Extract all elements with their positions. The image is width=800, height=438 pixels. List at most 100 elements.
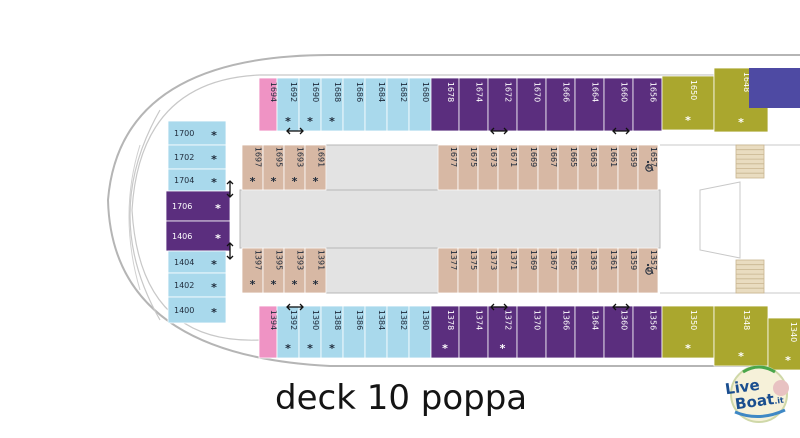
cabin-number: 1684 bbox=[377, 82, 386, 102]
cabin-number: 1391 bbox=[317, 250, 326, 270]
star-mark: * bbox=[250, 175, 256, 188]
cabin-number: 1697 bbox=[254, 147, 263, 167]
atrium-outline bbox=[699, 181, 741, 259]
cabin-block bbox=[165, 220, 231, 252]
cabin-1660: 1660 bbox=[603, 77, 634, 132]
cabin-number: 1670 bbox=[533, 82, 542, 102]
cabin-1372: 1372* bbox=[487, 305, 518, 359]
stairs-icon bbox=[735, 259, 765, 294]
cabin-1406: 1406 * bbox=[165, 220, 231, 252]
double-arrow-icon bbox=[612, 303, 630, 311]
cabin-number: 1390 bbox=[311, 310, 320, 330]
star-mark: * bbox=[329, 115, 335, 128]
cabin-block bbox=[487, 77, 518, 132]
cabin-block bbox=[603, 77, 634, 132]
cabin-1367: 1367 bbox=[537, 247, 559, 294]
cabin-number: 1373 bbox=[489, 250, 498, 270]
cabin-1366: 1366 bbox=[545, 305, 576, 359]
cabin-number: 1661 bbox=[609, 147, 618, 167]
star-mark: * bbox=[313, 278, 319, 291]
cabin-1677: 1677 bbox=[437, 144, 459, 191]
cabin-number: 1367 bbox=[549, 250, 558, 270]
double-arrow-icon bbox=[226, 180, 234, 198]
cabin-1680: 1680 bbox=[408, 77, 432, 132]
cabin-block bbox=[165, 190, 231, 222]
star-mark: * bbox=[211, 129, 217, 142]
double-arrow-icon bbox=[286, 303, 304, 311]
cabin-number: 1359 bbox=[629, 250, 638, 270]
double-arrow-icon bbox=[490, 127, 508, 135]
double-arrow-icon bbox=[490, 303, 508, 311]
cabin-1671: 1671 bbox=[497, 144, 519, 191]
cabin-1373: 1373 bbox=[477, 247, 499, 294]
cabin-number: 1350 bbox=[689, 310, 698, 330]
logo-text-suffix: .it bbox=[773, 395, 785, 406]
cabin-block bbox=[430, 305, 460, 359]
cabin-number: 1706 bbox=[172, 202, 192, 211]
star-mark: * bbox=[292, 278, 298, 291]
star-mark: * bbox=[215, 232, 221, 245]
cabin-block bbox=[545, 305, 576, 359]
cabin-number: 1659 bbox=[629, 147, 638, 167]
cabin-number: 1363 bbox=[589, 250, 598, 270]
cabin-1364: 1364 bbox=[574, 305, 605, 359]
cabin-1661: 1661 bbox=[597, 144, 619, 191]
cabin-1650: 1650* bbox=[661, 75, 715, 131]
cabin-number: 1674 bbox=[475, 82, 484, 102]
cabin-1656: 1656 bbox=[632, 77, 663, 132]
cabin-block bbox=[167, 272, 227, 298]
cabin-1380: 1380 bbox=[408, 305, 432, 359]
cabin-1386: 1386 bbox=[342, 305, 366, 359]
star-mark: * bbox=[738, 116, 744, 129]
cabin-1350: 1350 * bbox=[661, 305, 715, 359]
cabin-number: 1384 bbox=[377, 310, 386, 330]
cabin-number: 1664 bbox=[591, 82, 600, 102]
hull-outline bbox=[106, 54, 800, 367]
cabin-number: 1665 bbox=[569, 147, 578, 167]
cabin-1394: 1394 bbox=[258, 305, 278, 359]
connecting-markers bbox=[226, 127, 654, 311]
star-mark: * bbox=[685, 342, 691, 355]
cabin-1340: 1340* bbox=[767, 317, 800, 371]
cabin-1704: 1704* bbox=[167, 168, 227, 192]
cabin-block bbox=[574, 77, 605, 132]
staircase bbox=[699, 144, 765, 294]
cabin-number: 1678 bbox=[446, 82, 455, 102]
cabin-1377: 1377 bbox=[437, 247, 459, 294]
cabin-1682: 1682 bbox=[386, 77, 410, 132]
cabin-number: 1406 bbox=[172, 232, 192, 241]
cabin-1706: 1706* bbox=[165, 190, 231, 222]
cabin-block bbox=[713, 305, 769, 367]
cabin-1669: 1669 bbox=[517, 144, 539, 191]
cabin-number: 1378 bbox=[446, 310, 455, 330]
cabin-number: 1366 bbox=[562, 310, 571, 330]
cabin-1384: 1384 bbox=[364, 305, 388, 359]
star-mark: * bbox=[285, 342, 291, 355]
cabin-number: 1666 bbox=[562, 82, 571, 102]
cabin-number: 1348 bbox=[742, 310, 751, 330]
cabin-number: 1369 bbox=[529, 250, 538, 270]
cabin-1382: 1382 bbox=[386, 305, 410, 359]
cabin-1695: 1695* bbox=[262, 144, 285, 191]
cabin-1378: 1378* bbox=[430, 305, 460, 359]
cabin-number: 1380 bbox=[421, 310, 430, 330]
cabin-block bbox=[167, 144, 227, 170]
cabin-1667: 1667 bbox=[537, 144, 559, 191]
wheelchair-icon bbox=[645, 160, 654, 172]
star-mark: * bbox=[329, 342, 335, 355]
cabin-number: 1693 bbox=[296, 147, 305, 167]
cabin-number: 1680 bbox=[421, 82, 430, 102]
cabin-1691: 1691* bbox=[304, 144, 327, 191]
cabin-1359: 1359 bbox=[617, 247, 639, 294]
cabin-1402: 1402* bbox=[167, 272, 227, 298]
star-mark: * bbox=[211, 306, 217, 319]
cabin-1388: 1388* bbox=[320, 305, 344, 359]
cabin-number: 1657 bbox=[649, 147, 658, 167]
cabin-number: 1691 bbox=[317, 147, 326, 167]
cabin-number: 1361 bbox=[609, 250, 618, 270]
cabin-number: 1395 bbox=[275, 250, 284, 270]
cabin-block bbox=[458, 305, 489, 359]
cabin-number: 1704 bbox=[174, 176, 194, 185]
cabin-number: 1382 bbox=[399, 310, 408, 330]
